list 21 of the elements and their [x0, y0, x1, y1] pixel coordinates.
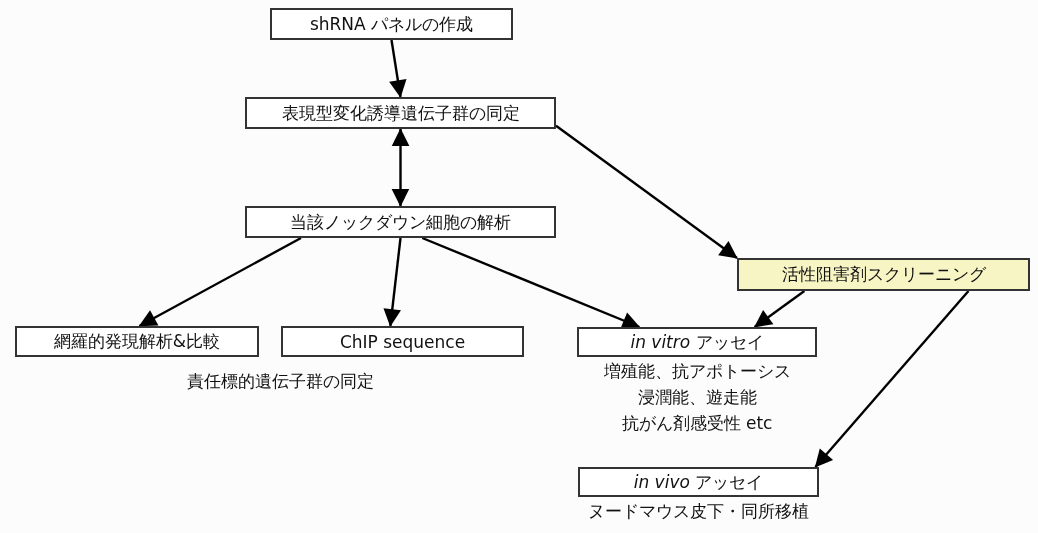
process-box: in vitro アッセイ [577, 327, 817, 357]
node-note: 増殖能、抗アポトーシス [602, 360, 792, 383]
process-box: 表現型変化誘導遺伝子群の同定 [245, 97, 556, 129]
node-note: 浸潤能、遊走能 [636, 386, 758, 409]
process-box: ChIP sequence [281, 326, 524, 357]
process-box: 網羅的発現解析&比較 [15, 326, 259, 357]
arrow [555, 124, 738, 259]
arrow [389, 39, 407, 98]
arrow [391, 128, 410, 207]
note-text: 責任標的遺伝子群の同定 [185, 370, 375, 393]
process-box: in vivo アッセイ [578, 467, 819, 497]
arrow [383, 237, 402, 327]
arrow [753, 290, 806, 328]
arrow [138, 236, 302, 328]
node-note: 抗がん剤感受性 etc [620, 412, 774, 435]
process-box: 当該ノックダウン細胞の解析 [245, 206, 556, 238]
arrow [814, 290, 970, 468]
process-box: shRNA パネルの作成 [270, 8, 513, 40]
arrow [421, 236, 641, 329]
node-note: ヌードマウス皮下・同所移植 [586, 500, 810, 523]
process-box: 活性阻害剤スクリーニング [737, 258, 1030, 291]
